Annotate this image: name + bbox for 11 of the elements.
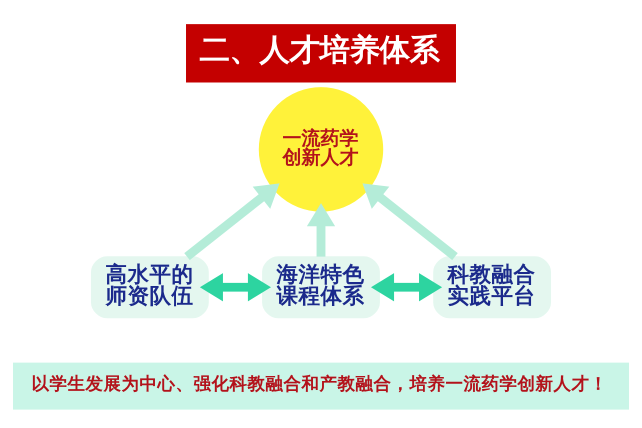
node-box: 科教融合实践平台 <box>433 256 552 318</box>
node-circle: 一流药学创新人才 <box>258 87 384 212</box>
arrow <box>362 183 458 260</box>
node-box: 以学生发展为中心、强化科教融合和产教融合，培养一流药学创新人才！ <box>13 362 629 410</box>
arrow <box>184 183 280 260</box>
arrow <box>370 273 442 302</box>
arrow <box>306 203 336 257</box>
node-box: 海洋特色课程体系 <box>262 256 380 318</box>
diagram-title: 二、人才培养体系 <box>199 32 440 68</box>
arrow <box>200 273 271 302</box>
node-box: 高水平的师资队伍 <box>90 256 209 318</box>
